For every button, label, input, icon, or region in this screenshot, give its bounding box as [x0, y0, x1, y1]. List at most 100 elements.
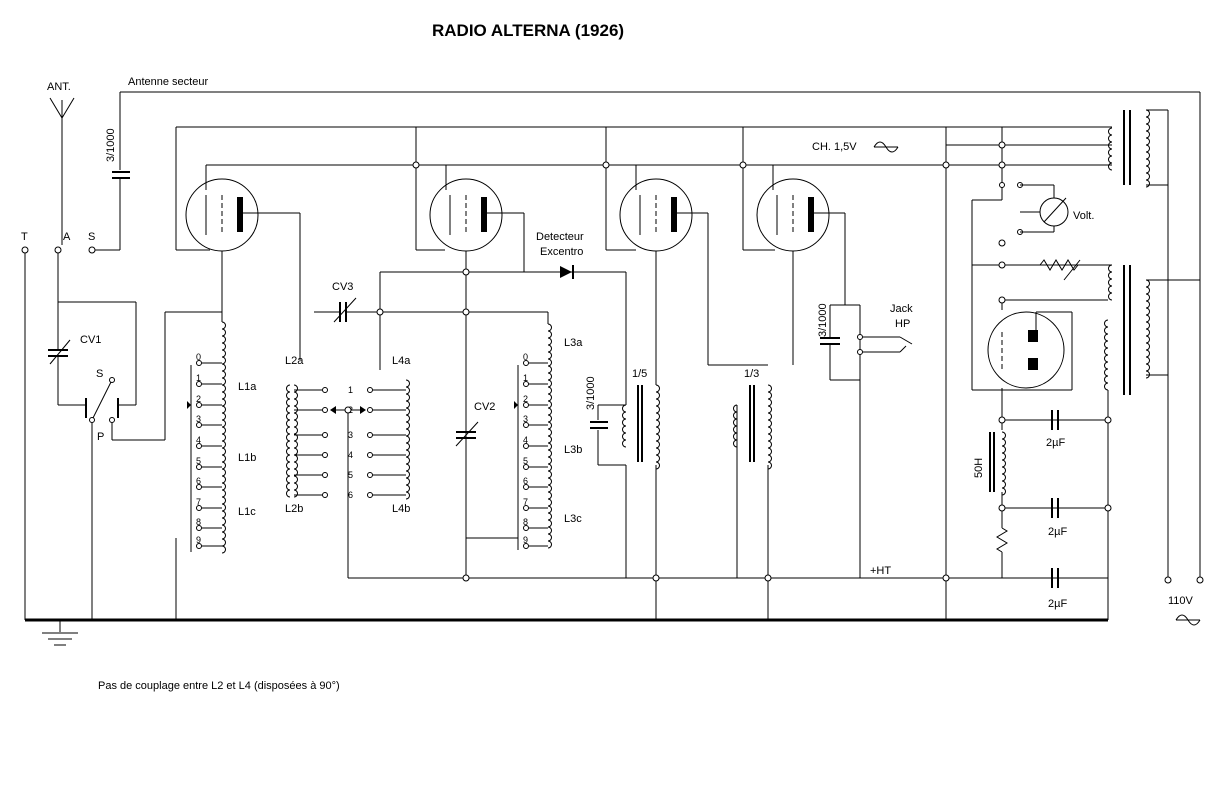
- mains-label: 110V: [1168, 595, 1194, 607]
- ground-icon: [42, 620, 78, 646]
- junction-dot: [1104, 416, 1112, 424]
- cv3-capacitor: [299, 213, 466, 360]
- winding: [293, 384, 298, 498]
- rheostat: [1039, 259, 1081, 281]
- tap-point: [196, 443, 202, 449]
- tap-label: 4: [196, 435, 201, 445]
- tap-point: [523, 381, 529, 387]
- tap-label: 9: [196, 535, 201, 545]
- tap-label: 3: [523, 414, 528, 424]
- winding: [655, 384, 660, 470]
- winding: [1001, 431, 1006, 496]
- junction-dot: [998, 141, 1006, 149]
- tap-point: [523, 525, 529, 531]
- tap-point: [367, 387, 373, 393]
- diagram-title: RADIO ALTERNA (1926): [432, 21, 624, 40]
- jack-hp: [820, 304, 913, 578]
- tap-label: 3: [196, 414, 201, 424]
- cap-detector: [590, 404, 626, 466]
- filament-transformer: [1108, 109, 1150, 188]
- tap-point: [367, 407, 373, 413]
- tap-label: 8: [523, 517, 528, 527]
- tap-point: [322, 452, 328, 458]
- winding: [1145, 109, 1150, 188]
- junction-dot: [602, 161, 610, 169]
- junction-dot: [412, 161, 420, 169]
- tap-point: [523, 484, 529, 490]
- tap-point: [196, 543, 202, 549]
- junction-dot: [998, 296, 1006, 304]
- cap-antenna: [95, 171, 130, 251]
- tap-point: [523, 464, 529, 470]
- cap1-label: 2µF: [1046, 437, 1065, 449]
- switch-s-label: S: [96, 368, 103, 380]
- winding: [1108, 264, 1113, 301]
- resistor: [996, 527, 1008, 553]
- cap-jack-label: 3/1000: [817, 303, 829, 337]
- tap-label: 1: [348, 385, 353, 395]
- tap-point: [523, 443, 529, 449]
- l1a-label: L1a: [238, 381, 257, 393]
- cv1-label: CV1: [80, 334, 101, 346]
- a-label: A: [63, 231, 71, 243]
- tap-point: [523, 402, 529, 408]
- tap-point: [322, 432, 328, 438]
- junction-dot: [462, 574, 470, 582]
- s-label: S: [88, 231, 95, 243]
- tap-point: [523, 360, 529, 366]
- cap2-label: 2µF: [1048, 526, 1067, 538]
- footnote: Pas de couplage entre L2 et L4 (disposée…: [98, 680, 340, 692]
- tap-point: [196, 505, 202, 511]
- terminal-a: [54, 246, 62, 254]
- junction-dot: [376, 308, 384, 316]
- ratio-1-5-label: 1/5: [632, 368, 647, 380]
- tap-point: [196, 360, 202, 366]
- winding: [1108, 127, 1113, 171]
- switch-p-label: P: [97, 431, 104, 443]
- tap-point: [367, 452, 373, 458]
- mains-terminal-1: [1164, 576, 1172, 584]
- tap-point: [196, 484, 202, 490]
- terminal-s: [88, 246, 96, 254]
- tap-label: 7: [196, 497, 201, 507]
- junction-dot: [462, 268, 470, 276]
- junction-dot: [998, 239, 1006, 247]
- junction-dot: [462, 308, 470, 316]
- junction-dot: [998, 261, 1006, 269]
- winding: [733, 404, 738, 448]
- tap-label: 6: [196, 476, 201, 486]
- cap3-label: 2µF: [1048, 598, 1067, 610]
- l1c-label: L1c: [238, 506, 256, 518]
- tap-label: 8: [196, 517, 201, 527]
- tap-point: [367, 432, 373, 438]
- winding: [286, 384, 291, 498]
- tap-point: [196, 402, 202, 408]
- junction-dot: [739, 161, 747, 169]
- tap-point: [322, 387, 328, 393]
- cv2-label: CV2: [474, 401, 495, 413]
- tap-label: 6: [348, 490, 353, 500]
- winding: [547, 323, 552, 549]
- tap-label: 7: [523, 497, 528, 507]
- tap-point: [196, 464, 202, 470]
- winding: [1104, 319, 1109, 391]
- coil-l4: [405, 379, 410, 500]
- cap-detector-label: 3/1000: [585, 376, 597, 410]
- junction-dot: [998, 416, 1006, 424]
- tap-label: 0: [523, 352, 528, 362]
- tap-label: 1: [196, 373, 201, 383]
- tap-point: [367, 472, 373, 478]
- tap-point: [523, 543, 529, 549]
- l2a-label: L2a: [285, 355, 304, 367]
- tap-label: 4: [348, 450, 353, 460]
- cv1-capacitor: [48, 302, 86, 406]
- t-label: T: [21, 231, 28, 243]
- tap-point: [196, 525, 202, 531]
- cap-2uf-1: [1051, 410, 1059, 430]
- transformer-1-5: [622, 384, 660, 470]
- detector-diode: [560, 265, 574, 279]
- coil-l1: [221, 321, 226, 554]
- tap-label: 5: [348, 470, 353, 480]
- junction-dot: [942, 161, 950, 169]
